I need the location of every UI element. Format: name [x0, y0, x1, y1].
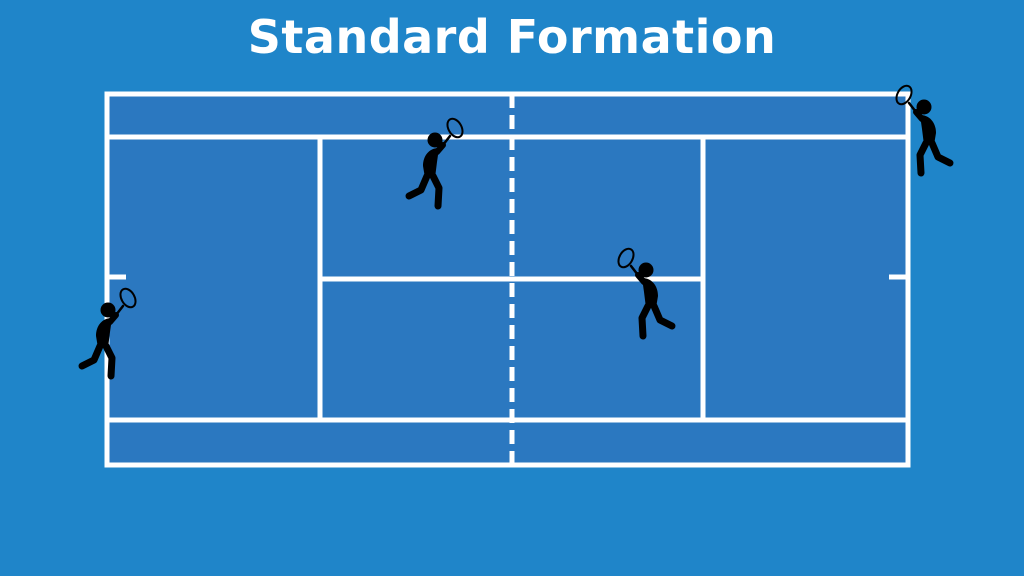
- court-lines: [104, 91, 911, 468]
- page-title: Standard Formation: [247, 10, 777, 64]
